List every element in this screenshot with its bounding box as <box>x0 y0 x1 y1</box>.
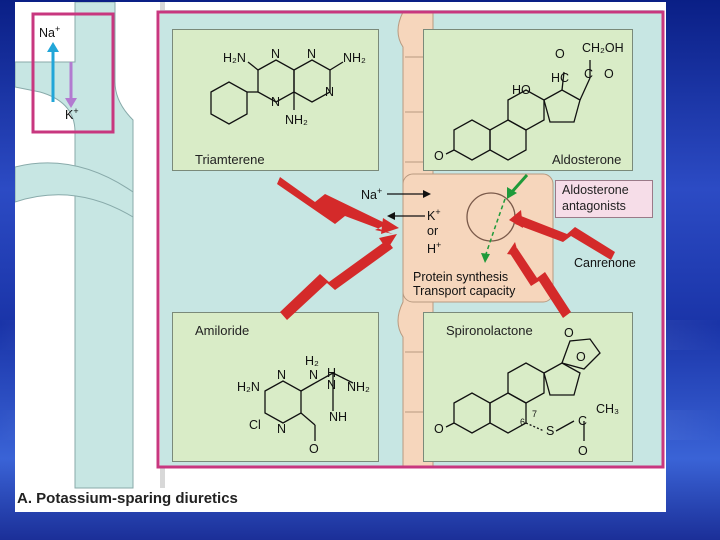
svg-text:C: C <box>578 414 587 428</box>
svg-text:Cl: Cl <box>249 418 261 432</box>
panel-triamterene: H₂N N N N N NH₂ NH₂ Triamterene <box>172 29 379 171</box>
svg-text:HO: HO <box>512 83 531 97</box>
panel-aldosterone: O HC CH₂OH C O HO O Aldosterone <box>423 29 633 171</box>
cell-process-text: Protein synthesis Transport capacity <box>413 270 516 298</box>
svg-text:O: O <box>434 422 444 436</box>
arrow-canrenone <box>515 216 615 260</box>
svg-text:NH: NH <box>329 410 347 424</box>
svg-text:N: N <box>325 85 334 99</box>
tubule-branch <box>15 162 134 218</box>
cell-h-label: H+ <box>427 240 442 257</box>
svg-text:O: O <box>555 47 565 61</box>
canrenone-label: Canrenone <box>574 256 636 270</box>
inset-na-label: Na+ <box>39 24 61 41</box>
svg-text:O: O <box>434 149 444 163</box>
triamterene-structure: H₂N N N N N NH₂ NH₂ <box>210 47 366 127</box>
arrow-spironolactone <box>509 248 571 318</box>
svg-text:HC: HC <box>551 71 569 85</box>
svg-text:CH₂OH: CH₂OH <box>582 41 624 55</box>
svg-text:NH₂: NH₂ <box>285 113 308 127</box>
svg-text:O: O <box>578 444 588 458</box>
svg-text:7: 7 <box>532 409 537 419</box>
svg-text:H₂N: H₂N <box>237 380 260 394</box>
svg-text:NH₂: NH₂ <box>347 380 370 394</box>
panel-spironolactone: Spironolactone O O O S C CH₃ O 6 7 <box>423 312 633 462</box>
amiloride-structure: H₂ N H₂N H N NH₂ N N NH Cl O <box>237 354 370 456</box>
spironolactone-structure: O O O S C CH₃ O 6 7 <box>434 326 619 458</box>
aldosterone-label: Aldosterone <box>552 152 622 167</box>
svg-text:O: O <box>576 350 586 364</box>
red-inhibition-arrows <box>277 177 615 320</box>
svg-text:NH₂: NH₂ <box>343 51 366 65</box>
magenta-frame-main <box>156 10 665 469</box>
arrow-amiloride <box>280 240 393 320</box>
svg-text:H: H <box>327 366 336 380</box>
cell-na-label: Na+ <box>361 186 383 203</box>
svg-text:N: N <box>277 368 286 382</box>
cell-borders <box>405 56 425 413</box>
svg-text:N: N <box>307 47 316 61</box>
svg-text:N: N <box>271 47 280 61</box>
svg-text:O: O <box>604 67 614 81</box>
cell-or-label: or <box>427 224 439 238</box>
inset-ion-arrows <box>47 42 77 108</box>
inset-k-label: K+ <box>65 106 79 123</box>
cell-k-label: K+ <box>427 207 441 224</box>
svg-text:N: N <box>277 422 286 436</box>
spironolactone-label: Spironolactone <box>446 323 533 338</box>
figure-caption: A. Potassium-sparing diuretics <box>17 490 238 507</box>
diagram-figure: Na+ K+ H₂N N N N N NH₂ NH₂ Triamterene <box>15 2 666 512</box>
amiloride-label: Amiloride <box>195 323 250 338</box>
tubule-lumen-left <box>15 2 134 489</box>
arrow-triamterene <box>277 177 393 234</box>
svg-text:O: O <box>564 326 574 340</box>
triamterene-label: Triamterene <box>195 152 265 167</box>
svg-text:N: N <box>327 378 336 392</box>
svg-text:H₂: H₂ <box>305 354 319 368</box>
svg-text:CH₃: CH₃ <box>596 402 619 416</box>
panel-amiloride: Amiloride H₂ N H₂N H N NH₂ N N NH Cl O <box>172 312 379 462</box>
svg-text:C: C <box>584 67 593 81</box>
cell-ion-arrows <box>387 190 431 220</box>
magenta-frame-inset <box>31 12 115 134</box>
svg-text:N: N <box>309 368 318 382</box>
aldosterone-antagonists-box: Aldosterone antagonists <box>555 180 653 218</box>
aldosterone-structure: O HC CH₂OH C O HO O <box>434 41 624 163</box>
svg-text:N: N <box>271 95 280 109</box>
svg-text:H₂N: H₂N <box>223 51 246 65</box>
svg-text:6: 6 <box>520 417 525 427</box>
svg-text:O: O <box>309 442 319 456</box>
svg-text:S: S <box>546 424 554 438</box>
